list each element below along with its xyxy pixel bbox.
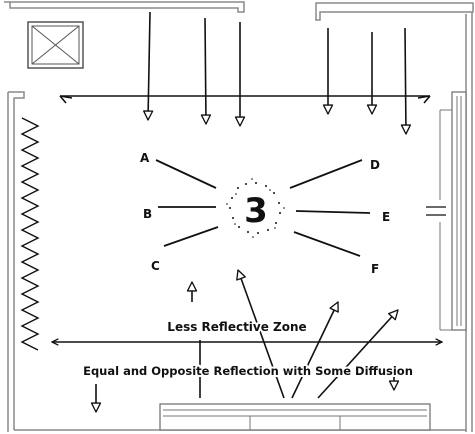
ray-label-d: D — [370, 158, 380, 172]
wall-top-left — [4, 1, 245, 13]
top-span — [59, 95, 431, 104]
source-rays — [155, 159, 371, 257]
wall-top-right — [315, 2, 474, 21]
zone-label-reflection: Equal and Opposite Reflection with Some … — [83, 364, 413, 378]
bottom-cabinet — [159, 403, 431, 431]
ray-e — [295, 210, 371, 214]
ray-label-c: C — [151, 259, 160, 273]
ray-a — [155, 159, 217, 189]
source-burst — [226, 178, 285, 238]
source-label: 3 — [244, 191, 268, 231]
incoming-arrows — [143, 11, 412, 135]
ray-label-b: B — [143, 207, 152, 221]
reflection-arrows — [90, 269, 400, 413]
right-window — [426, 91, 467, 331]
wall-left-notch — [8, 91, 25, 99]
ray-f — [293, 231, 361, 257]
ray-c — [163, 226, 219, 247]
fixture-box — [27, 21, 84, 69]
ray-label-a: A — [140, 151, 150, 165]
ray-label-f: F — [371, 262, 379, 276]
ray-label-e: E — [382, 210, 390, 224]
diffuser-zigzag — [20, 117, 40, 351]
zone-label-less-reflective: Less Reflective Zone — [167, 320, 306, 334]
ray-d — [289, 159, 363, 189]
